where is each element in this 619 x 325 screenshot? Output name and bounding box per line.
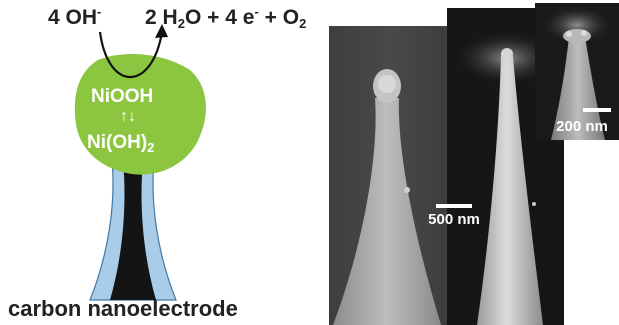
scale-bar-500nm: [436, 204, 472, 208]
water-subscript: 2: [177, 16, 185, 31]
sem-image-3: [535, 3, 619, 140]
electron-charge: -: [254, 4, 259, 19]
label-niooh: NiOOH: [91, 86, 154, 107]
water-h: H: [162, 6, 178, 29]
scale-label-500nm: 500 nm: [428, 211, 480, 228]
sem-image-1-tip: [333, 69, 441, 325]
scale-label-200nm: 200 nm: [556, 118, 608, 135]
reactant-coefficient: 4: [48, 6, 60, 29]
scale-bar-200nm: [583, 108, 611, 112]
reactant-species: OH: [65, 6, 98, 29]
electron-coefficient: 4: [225, 6, 237, 29]
sem-image-1: [329, 26, 464, 325]
sem-image-3-tip: [541, 5, 613, 140]
equilibrium-arrows-icon: ↑↓: [120, 108, 136, 125]
electron-symbol: e: [242, 6, 255, 29]
catalyst-blob: [74, 54, 206, 175]
electrode-caption: carbon nanoelectrode: [8, 296, 238, 321]
reaction-arrow-head: [155, 24, 168, 38]
reactant-charge: -: [97, 4, 102, 19]
reaction-reactant: 4 OH-: [48, 4, 101, 30]
reaction-products: 2 H2O + 4 e- + O2: [145, 4, 306, 31]
oxygen-symbol: O: [282, 6, 300, 29]
nickel-hydroxide-base: Ni(OH): [87, 132, 148, 153]
carbon-core: [110, 160, 156, 300]
plus-sign-1: +: [207, 6, 220, 29]
water-coefficient: 2: [145, 6, 157, 29]
nickel-hydroxide-subscript: 2: [147, 140, 155, 155]
plus-sign-2: +: [264, 6, 277, 29]
label-nickel-hydroxide: Ni(OH)2: [87, 132, 154, 155]
water-o: O: [184, 6, 202, 29]
sem-image-2: [447, 8, 564, 325]
oxygen-subscript: 2: [299, 16, 307, 31]
reaction-arrow: [98, 31, 164, 78]
sem-image-2-tip: [452, 30, 562, 325]
